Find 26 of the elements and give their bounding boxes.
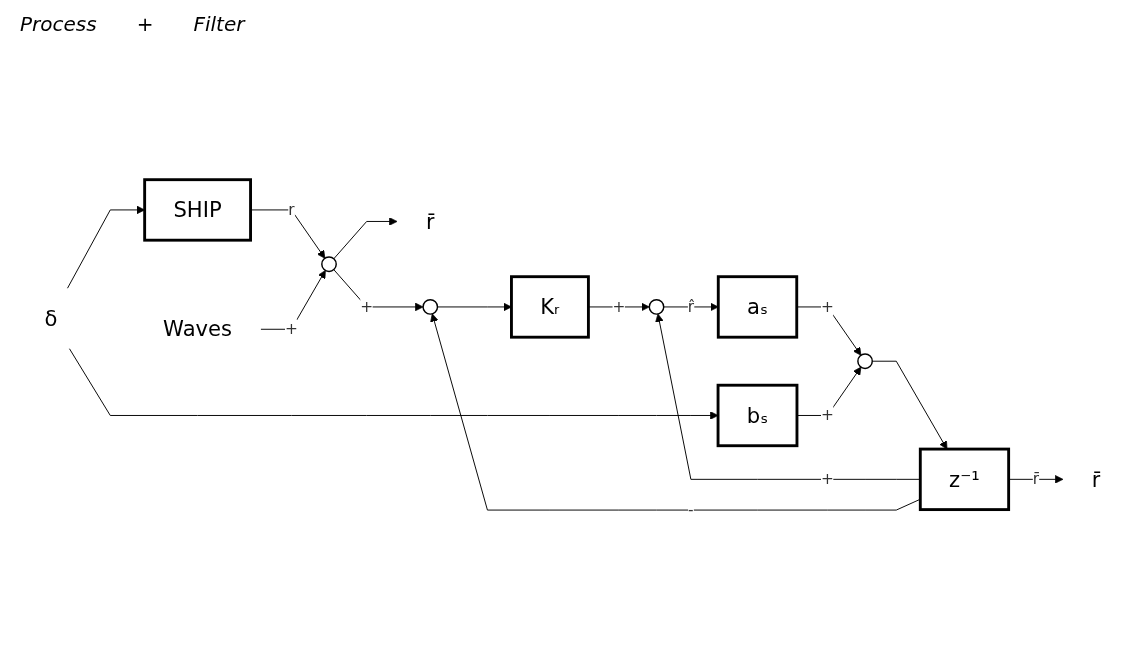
node-box: Kᵣ <box>510 275 590 339</box>
node-circle <box>422 299 439 316</box>
edge-label: + <box>612 297 626 316</box>
node-circle <box>321 256 337 273</box>
node-box: aₛ <box>716 275 799 339</box>
node-text: Waves <box>163 317 233 342</box>
node-text: r̄ <box>425 209 435 234</box>
edge-label: + <box>360 297 374 316</box>
edge-label: r̂ <box>687 297 695 316</box>
node-box: bₛ <box>716 384 799 448</box>
edge-label: + <box>820 297 834 316</box>
node-circle <box>648 299 665 316</box>
node-text: δ <box>44 306 58 331</box>
region-label: Process <box>20 12 97 36</box>
node-box: SHIP <box>143 178 252 242</box>
region-label: Filter <box>193 12 245 36</box>
node-circle <box>857 353 873 370</box>
edge-label: + <box>284 320 298 339</box>
node-box: z⁻¹ <box>918 448 1011 512</box>
node-text: r̄ <box>1091 467 1101 492</box>
edge-label: + <box>820 470 834 489</box>
region-label: + <box>136 12 154 36</box>
edge-label: + <box>820 406 834 425</box>
edge-label: r̄ <box>1032 470 1039 489</box>
edge-label: - <box>688 500 694 520</box>
edge-label: r <box>288 200 295 219</box>
